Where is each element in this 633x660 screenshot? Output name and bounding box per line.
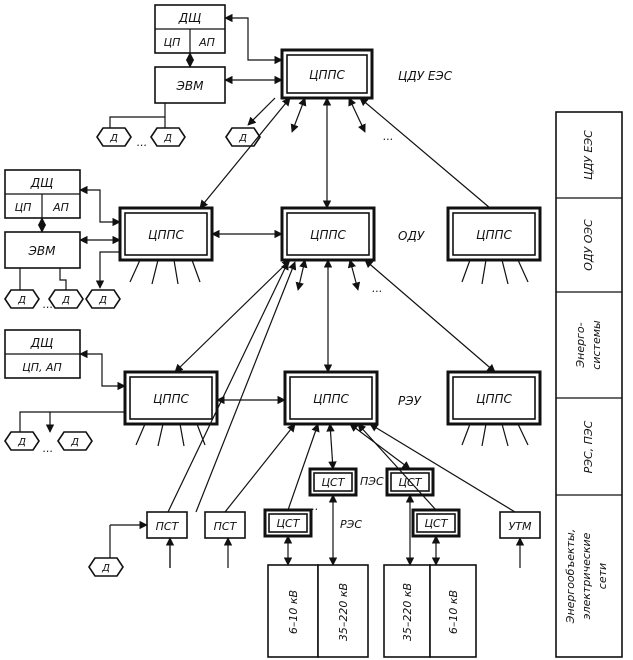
svg-text:35–220 кВ: 35–220 кВ	[337, 583, 350, 641]
top-tsp-label: ЦП	[164, 36, 181, 49]
side-energo-2: системы	[590, 320, 603, 370]
mid-dshch-group: ДЩ ЦП АП	[4, 169, 81, 219]
svg-text:ЦСТ: ЦСТ	[425, 517, 449, 530]
svg-text:...: ...	[43, 298, 54, 311]
top-tspps-label: ЦППС	[309, 68, 345, 82]
side-cdu: ЦДУ ЕЭС	[582, 130, 595, 180]
side-objects-3: сети	[596, 563, 609, 589]
svg-text:ЦППС: ЦППС	[476, 228, 512, 242]
svg-text:35–220 кВ: 35–220 кВ	[401, 583, 414, 641]
svg-text:Д: Д	[98, 295, 107, 306]
side-energo-1: Энерго-	[574, 322, 587, 368]
tsst-res-left: ЦСТ	[263, 508, 313, 538]
low-dshch-group: ДЩ ЦП, АП	[4, 329, 81, 379]
mid-level-label: ОДУ	[398, 229, 425, 243]
low-d-nodes: Д ... Д	[4, 431, 93, 455]
top-evm-label: ЭВМ	[176, 79, 205, 93]
res-label: РЭС	[340, 518, 362, 531]
svg-text:ЦППС: ЦППС	[153, 392, 189, 406]
svg-text:АП: АП	[52, 201, 69, 214]
svg-text:...: ...	[308, 500, 319, 513]
mid-d-nodes: Д ... Д Д	[4, 289, 121, 311]
top-level-label: ЦДУ ЕЭС	[398, 69, 453, 83]
svg-text:Д: Д	[238, 133, 247, 144]
mid-evm-box	[4, 231, 81, 269]
svg-text:ЦП, АП: ЦП, АП	[22, 361, 62, 374]
svg-text:ЦП: ЦП	[15, 201, 32, 214]
svg-text:...: ...	[372, 282, 383, 295]
svg-text:Д: Д	[61, 295, 70, 306]
svg-text:ЭВМ: ЭВМ	[28, 244, 57, 258]
svg-text:ЦППС: ЦППС	[310, 228, 346, 242]
svg-text:ЦППС: ЦППС	[148, 228, 184, 242]
svg-text:Д: Д	[109, 133, 118, 144]
svg-text:УТМ: УТМ	[509, 520, 532, 533]
svg-text:Д: Д	[17, 295, 26, 306]
svg-text:...: ...	[137, 136, 148, 149]
tsst-pes-left: ЦСТ	[308, 467, 358, 497]
top-dshch-label: ДЩ	[178, 11, 202, 25]
top-d-nodes: Д ... Д Д	[96, 127, 261, 149]
voltage-block-right: 35–220 кВ 6–10 кВ	[383, 564, 477, 658]
side-objects-2: электрические	[580, 532, 593, 619]
svg-text:...: ...	[43, 442, 54, 455]
utm-box	[499, 511, 541, 539]
svg-text:ДЩ: ДЩ	[30, 176, 54, 190]
svg-text:Д: Д	[70, 437, 79, 448]
side-panel: ЦДУ ЕЭС ОДУ ОЭС Энерго- системы РЭС, ПЭС…	[555, 111, 623, 658]
low-level-label: РЭУ	[398, 394, 422, 408]
pes-label: ПЭС	[360, 475, 384, 488]
svg-text:Д: Д	[17, 437, 26, 448]
svg-text:ЦППС: ЦППС	[476, 392, 512, 406]
svg-text:ЦСТ: ЦСТ	[277, 517, 301, 530]
tsst-res-right: ЦСТ	[411, 508, 461, 538]
voltage-block-left: 6–10 кВ 35–220 кВ	[267, 564, 369, 658]
side-objects-1: Энергообъекты,	[564, 529, 577, 624]
svg-text:...: ...	[383, 130, 394, 143]
svg-text:ДЩ: ДЩ	[30, 336, 54, 350]
svg-text:ЦСТ: ЦСТ	[322, 476, 346, 489]
svg-text:ЦППС: ЦППС	[313, 392, 349, 406]
svg-text:6–10 кВ: 6–10 кВ	[447, 590, 460, 634]
side-odu: ОДУ ОЭС	[582, 219, 595, 271]
top-dshch-group: ДЩ ЦП АП	[154, 4, 226, 54]
top-ap-label: АП	[198, 36, 215, 49]
side-res-pes: РЭС, ПЭС	[582, 420, 595, 473]
pst-d-node	[88, 557, 124, 577]
svg-text:ПСТ: ПСТ	[156, 520, 180, 533]
svg-text:Д: Д	[101, 563, 110, 574]
svg-text:6–10 кВ: 6–10 кВ	[287, 590, 300, 634]
svg-text:Д: Д	[163, 133, 172, 144]
svg-text:ПСТ: ПСТ	[214, 520, 238, 533]
